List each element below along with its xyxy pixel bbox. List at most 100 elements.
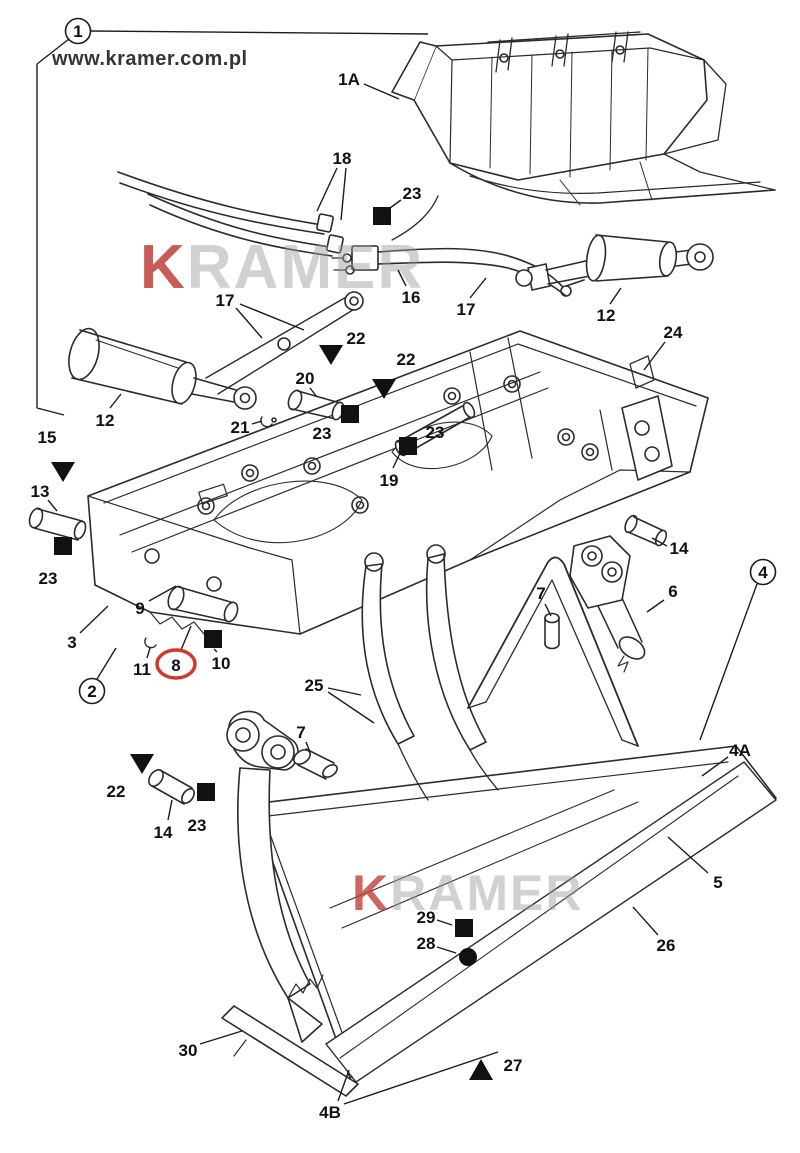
- leader-line: [146, 647, 151, 659]
- leader-line: [544, 603, 552, 617]
- leader-line: [643, 341, 666, 371]
- leader-line: [109, 393, 122, 409]
- part-number: 12: [96, 411, 115, 430]
- leader-line: [337, 1069, 350, 1102]
- part-number: 3: [67, 633, 76, 652]
- leader-line: [363, 83, 400, 100]
- part-number: 9: [135, 599, 144, 618]
- callout-circle: [749, 558, 777, 586]
- part-number: 28: [417, 934, 436, 953]
- bracket-6-drawing: [569, 535, 646, 673]
- leader-line: [646, 599, 665, 613]
- leader-line: [340, 167, 347, 221]
- square-marker: [197, 783, 215, 801]
- part-number: 21: [231, 418, 250, 437]
- leader-line: [199, 1030, 243, 1045]
- highlight-ring-part-8: [155, 648, 197, 680]
- part-number: 8: [171, 656, 180, 675]
- triangle-marker: [130, 754, 154, 774]
- triangle-marker: [51, 462, 75, 482]
- leader-line: [305, 741, 311, 753]
- part-number: 23: [403, 184, 422, 203]
- part-number: 7: [536, 584, 545, 603]
- square-marker: [54, 537, 72, 555]
- triangle-marker: [319, 345, 343, 365]
- leader-line: [469, 277, 487, 299]
- leader-line: [389, 199, 402, 209]
- left-arm-drawing: [226, 710, 324, 1043]
- leader-line: [651, 537, 668, 547]
- leader-line: [167, 799, 173, 821]
- part-number: 6: [668, 582, 677, 601]
- square-marker: [455, 919, 473, 937]
- leader-line: [180, 625, 192, 651]
- grapple-arms-drawing: [361, 544, 639, 801]
- leader-line: [701, 756, 729, 777]
- cylinder-right-drawing: [515, 234, 714, 291]
- square-marker: [399, 437, 417, 455]
- leader-line: [148, 585, 177, 602]
- triangle-marker: [372, 379, 396, 399]
- square-marker: [204, 630, 222, 648]
- part-number: 10: [212, 654, 231, 673]
- square-marker: [341, 405, 359, 423]
- part-number: 17: [216, 291, 235, 310]
- part-number: 5: [713, 873, 722, 892]
- part-number: 1A: [338, 70, 360, 89]
- callout-circle: [64, 17, 92, 45]
- part-number: 30: [179, 1041, 198, 1060]
- part-number: 16: [402, 288, 421, 307]
- leader-line: [309, 387, 318, 398]
- bucket-1a-drawing: [391, 31, 776, 206]
- dot-marker: [459, 948, 477, 966]
- leader-line: [632, 906, 659, 936]
- part-number: 27: [504, 1056, 523, 1075]
- part-number: 23: [313, 424, 332, 443]
- part-number: 25: [305, 676, 324, 695]
- website-url: www.kramer.com.pl: [52, 48, 248, 70]
- part-number: 2: [87, 682, 96, 701]
- leader-line: [79, 605, 109, 634]
- leader-line: [667, 836, 709, 874]
- part-number: 19: [380, 471, 399, 490]
- square-marker: [373, 207, 391, 225]
- leader-line: [96, 647, 117, 680]
- main-frame-drawing: [87, 330, 709, 635]
- part-number: 13: [31, 482, 50, 501]
- leader-line: [235, 307, 263, 339]
- leader-line: [213, 648, 218, 653]
- callout-circle: [78, 677, 106, 705]
- leader-line: [47, 499, 58, 512]
- part-number: 29: [417, 908, 436, 927]
- leader-line: [609, 287, 622, 305]
- leader-line: [89, 30, 429, 35]
- part-number: 22: [107, 782, 126, 801]
- leader-line: [36, 407, 65, 416]
- leader-line: [343, 1051, 499, 1105]
- part-number: 14: [154, 823, 173, 842]
- edge-strip-30-drawing: [221, 1005, 359, 1097]
- kramer-watermark: KRAMER: [140, 233, 424, 302]
- part-number: 18: [333, 149, 352, 168]
- part-number: 12: [597, 306, 616, 325]
- part-number: 17: [457, 300, 476, 319]
- part-number: 22: [397, 350, 416, 369]
- part-number: 1: [73, 22, 82, 41]
- part-number: 23: [426, 423, 445, 442]
- pins-drawing: [28, 389, 668, 805]
- part-number: 11: [133, 660, 151, 679]
- leader-line: [251, 420, 263, 425]
- part-number: 23: [39, 569, 58, 588]
- part-number: 4A: [729, 741, 751, 760]
- part-number: 15: [38, 428, 57, 447]
- part-number: 22: [347, 329, 366, 348]
- hoses-drawing: [117, 171, 585, 297]
- leader-line: [327, 691, 375, 724]
- leader-line: [239, 303, 305, 331]
- part-number: 7: [296, 723, 305, 742]
- triangle-marker: [469, 1059, 493, 1080]
- part-number: 23: [188, 816, 207, 835]
- part-number: 20: [296, 369, 315, 388]
